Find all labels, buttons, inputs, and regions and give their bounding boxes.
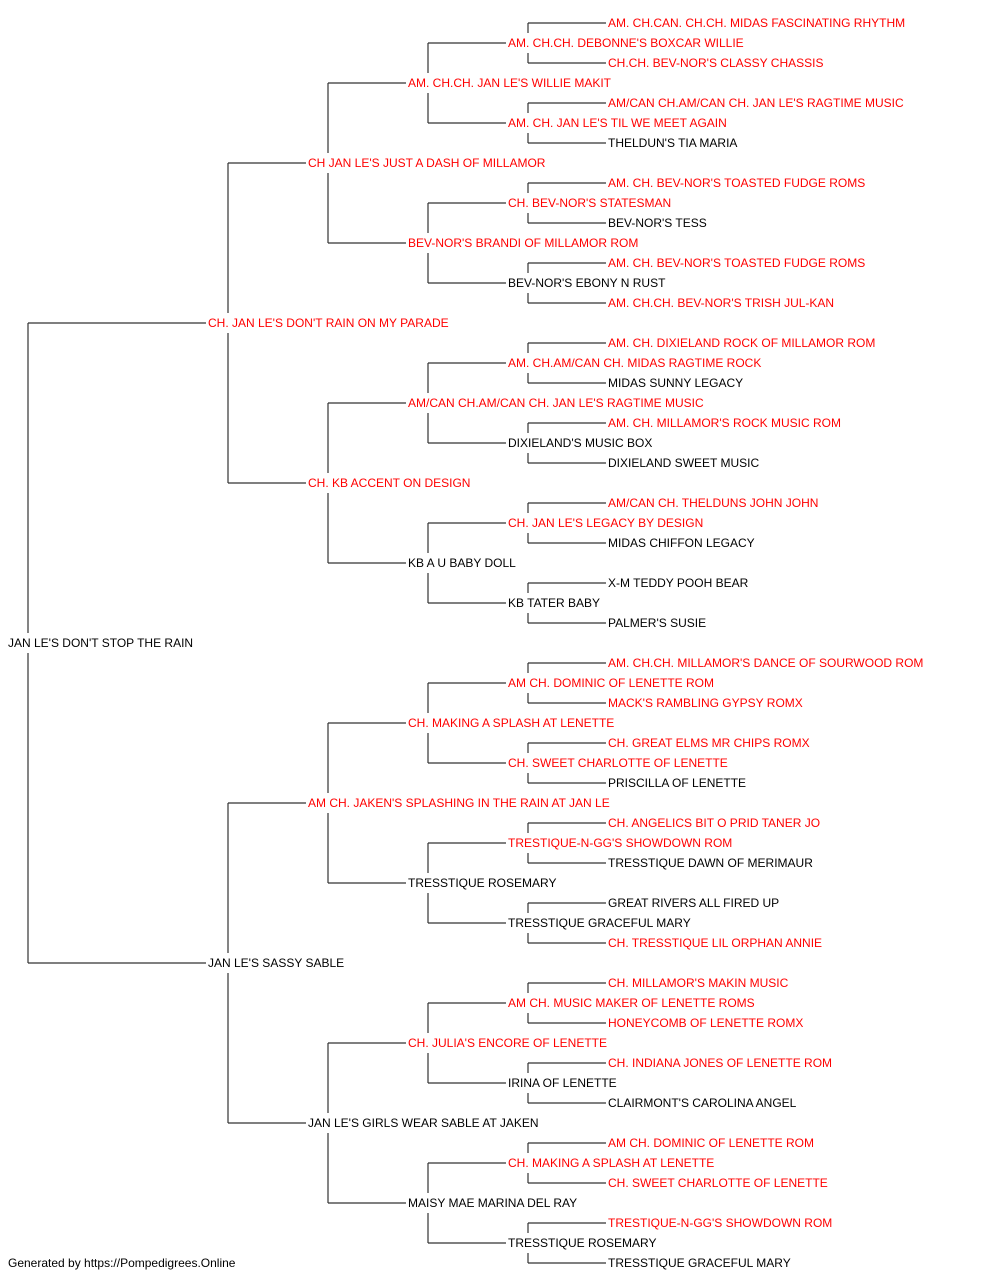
dog-name-label: TRESSTIQUE GRACEFUL MARY [508,916,691,930]
dog-name-label: JAN LE'S DON'T STOP THE RAIN [8,636,193,650]
dog-name-label: KB A U BABY DOLL [408,556,516,570]
dog-name-label: IRINA OF LENETTE [508,1076,617,1090]
dog-name-label: CH JAN LE'S JUST A DASH OF MILLAMOR [308,156,546,170]
dog-name-label: CH. SWEET CHARLOTTE OF LENETTE [508,756,728,770]
dog-name-label: AM/CAN CH.AM/CAN CH. JAN LE'S RAGTIME MU… [408,396,704,410]
dog-name-label: TRESTIQUE-N-GG'S SHOWDOWN ROM [608,1216,832,1230]
dog-name-label: MIDAS SUNNY LEGACY [608,376,743,390]
dog-name-label: X-M TEDDY POOH BEAR [608,576,749,590]
dog-name-label: HONEYCOMB OF LENETTE ROMX [608,1016,803,1030]
dog-name-label: DIXIELAND'S MUSIC BOX [508,436,652,450]
dog-name-label: CH.CH. BEV-NOR'S CLASSY CHASSIS [608,56,823,70]
dog-name-label: TRESSTIQUE ROSEMARY [408,876,556,890]
dog-name-label: BEV-NOR'S BRANDI OF MILLAMOR ROM [408,236,638,250]
dog-name-label: AM. CH.CH. JAN LE'S WILLIE MAKIT [408,76,612,90]
generated-by-footer: Generated by https://Pompedigrees.Online [8,1256,236,1270]
dog-name-label: AM/CAN CH.AM/CAN CH. JAN LE'S RAGTIME MU… [608,96,904,110]
dog-name-label: CH. TRESSTIQUE LIL ORPHAN ANNIE [608,936,822,950]
dog-name-label: CH. MAKING A SPLASH AT LENETTE [408,716,614,730]
dog-name-label: TRESSTIQUE ROSEMARY [508,1236,656,1250]
dog-name-label: DIXIELAND SWEET MUSIC [608,456,759,470]
dog-name-label: PALMER'S SUSIE [608,616,706,630]
dog-name-label: AM. CH.AM/CAN CH. MIDAS RAGTIME ROCK [508,356,761,370]
dog-name-label: AM. CH. JAN LE'S TIL WE MEET AGAIN [508,116,727,130]
dog-name-label: CH. MAKING A SPLASH AT LENETTE [508,1156,714,1170]
dog-name-label: AM/CAN CH. THELDUNS JOHN JOHN [608,496,818,510]
dog-name-label: AM. CH.CH. MILLAMOR'S DANCE OF SOURWOOD … [608,656,923,670]
dog-name-label: MAISY MAE MARINA DEL RAY [408,1196,577,1210]
dog-name-label: AM. CH.CH. DEBONNE'S BOXCAR WILLIE [508,36,744,50]
dog-name-label: CH. KB ACCENT ON DESIGN [308,476,470,490]
dog-name-label: BEV-NOR'S TESS [608,216,707,230]
dog-name-label: CH. GREAT ELMS MR CHIPS ROMX [608,736,810,750]
dog-name-label: AM. CH.CH. BEV-NOR'S TRISH JUL-KAN [608,296,834,310]
dog-name-label: AM CH. MUSIC MAKER OF LENETTE ROMS [508,996,755,1010]
dog-name-label: JAN LE'S SASSY SABLE [208,956,344,970]
dog-name-label: MACK'S RAMBLING GYPSY ROMX [608,696,803,710]
dog-name-label: AM. CH. DIXIELAND ROCK OF MILLAMOR ROM [608,336,875,350]
dog-name-label: AM. CH. BEV-NOR'S TOASTED FUDGE ROMS [608,176,865,190]
dog-name-label: CH. MILLAMOR'S MAKIN MUSIC [608,976,789,990]
dog-name-label: BEV-NOR'S EBONY N RUST [508,276,666,290]
dog-name-label: CH. SWEET CHARLOTTE OF LENETTE [608,1176,828,1190]
dog-name-label: CH. JULIA'S ENCORE OF LENETTE [408,1036,607,1050]
dog-name-label: CH. JAN LE'S LEGACY BY DESIGN [508,516,703,530]
dog-name-label: AM CH. JAKEN'S SPLASHING IN THE RAIN AT … [308,796,610,810]
dog-name-label: PRISCILLA OF LENETTE [608,776,746,790]
dog-name-label: GREAT RIVERS ALL FIRED UP [608,896,779,910]
dog-name-label: AM. CH. MILLAMOR'S ROCK MUSIC ROM [608,416,841,430]
dog-name-label: AM. CH. BEV-NOR'S TOASTED FUDGE ROMS [608,256,865,270]
dog-name-label: KB TATER BABY [508,596,600,610]
dog-name-label: TRESTIQUE-N-GG'S SHOWDOWN ROM [508,836,732,850]
dog-name-label: CH. ANGELICS BIT O PRID TANER JO [608,816,820,830]
dog-name-label: MIDAS CHIFFON LEGACY [608,536,755,550]
dog-name-label: AM. CH.CAN. CH.CH. MIDAS FASCINATING RHY… [608,16,905,30]
dog-name-label: THELDUN'S TIA MARIA [608,136,737,150]
dog-name-label: TRESSTIQUE GRACEFUL MARY [608,1256,791,1270]
dog-name-label: AM CH. DOMINIC OF LENETTE ROM [508,676,714,690]
dog-name-label: CH. JAN LE'S DON'T RAIN ON MY PARADE [208,316,449,330]
dog-name-label: CLAIRMONT'S CAROLINA ANGEL [608,1096,797,1110]
dog-name-label: TRESSTIQUE DAWN OF MERIMAUR [608,856,813,870]
dog-name-label: AM CH. DOMINIC OF LENETTE ROM [608,1136,814,1150]
dog-name-label: CH. BEV-NOR'S STATESMAN [508,196,671,210]
dog-name-label: CH. INDIANA JONES OF LENETTE ROM [608,1056,832,1070]
dog-name-label: JAN LE'S GIRLS WEAR SABLE AT JAKEN [308,1116,539,1130]
